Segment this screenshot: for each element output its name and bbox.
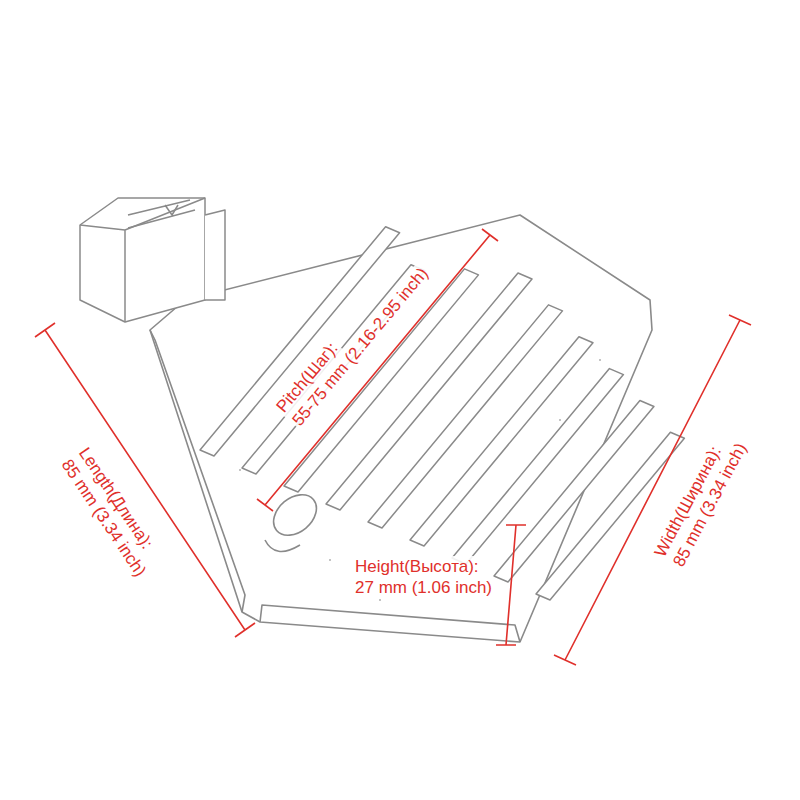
base-edge [260, 605, 520, 642]
connector-housing [80, 198, 205, 322]
width-dimension [554, 315, 751, 665]
fin [536, 432, 684, 600]
connector-latch [128, 200, 195, 228]
connector-collar [205, 210, 225, 300]
mount-hole [266, 487, 325, 544]
connector-edge [80, 198, 205, 322]
pitch-dimension [257, 229, 498, 511]
length-dimension [35, 323, 255, 637]
height-dimension [496, 525, 526, 645]
connector [80, 198, 225, 322]
mount-hole-edge [265, 540, 300, 551]
dimension-lines [35, 229, 751, 665]
base-edge [150, 330, 245, 612]
dimension-label-group: Height(Высота):27 mm (1.06 inch) [353, 556, 494, 598]
heat-sink-fins [200, 227, 684, 600]
dimension-label: 27 mm (1.06 inch) [353, 577, 494, 598]
dimension-label-group: Length(Длина):85 mm (3.34 inch) [55, 442, 169, 582]
dimension-label: Height(Высота): [353, 556, 481, 577]
